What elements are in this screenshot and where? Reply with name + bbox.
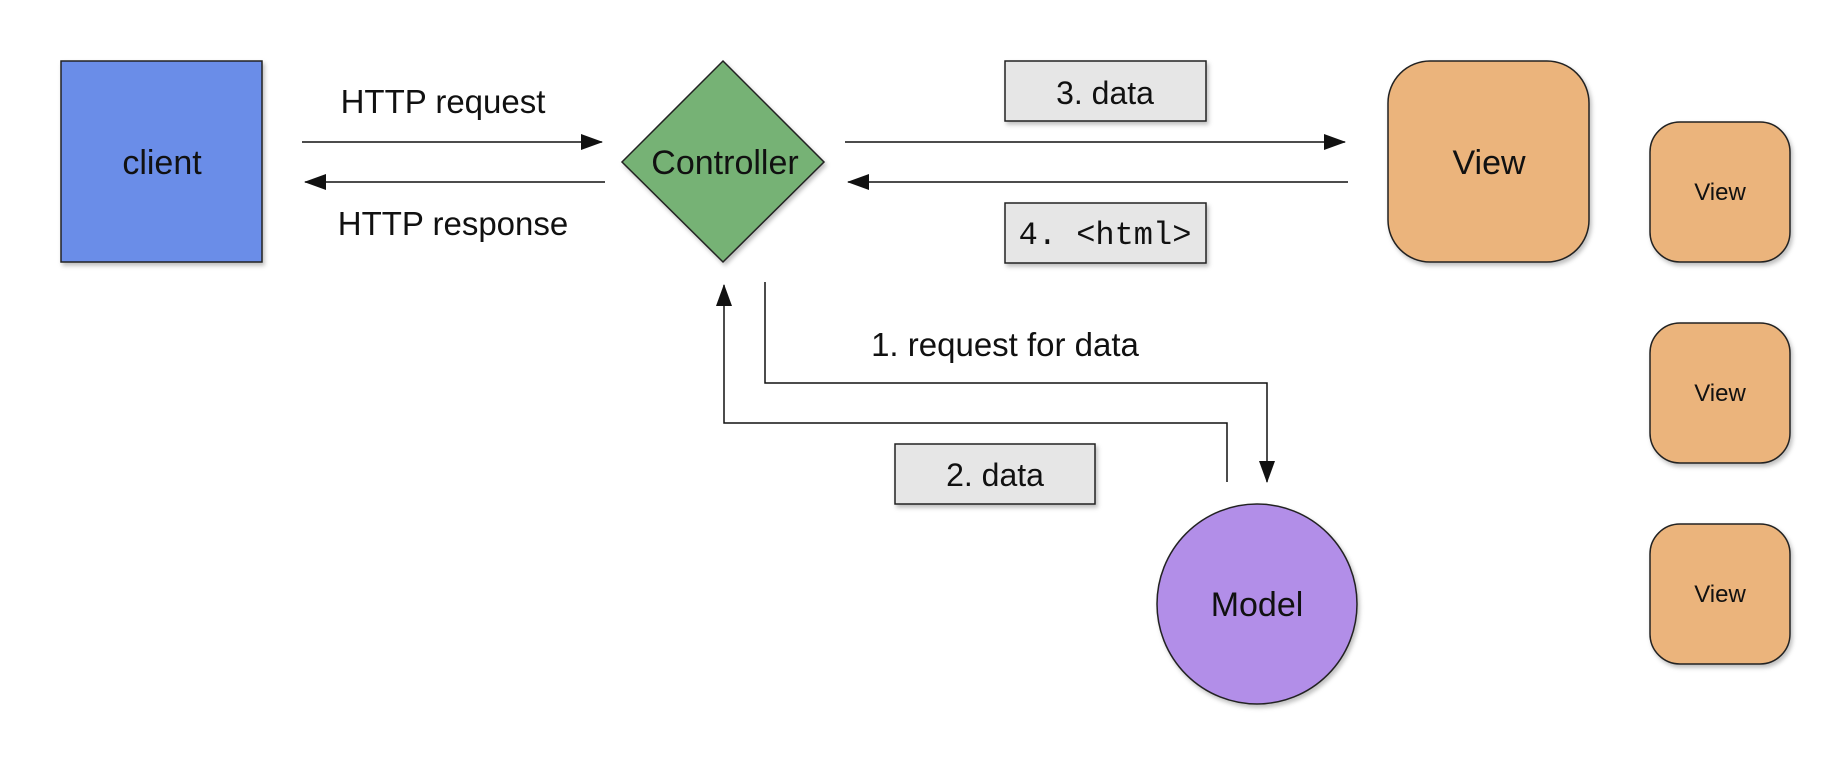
data-to-view-label-box xyxy=(1004,60,1207,122)
view-node-small-3 xyxy=(1649,523,1791,665)
view-node-small-2 xyxy=(1649,322,1791,464)
controller-node xyxy=(620,59,826,264)
model-node xyxy=(1156,503,1358,705)
http-response-label: HTTP response xyxy=(338,205,568,242)
html-to-controller-label: 4. <html> xyxy=(1019,217,1192,254)
http-request-label: HTTP request xyxy=(341,83,546,120)
view-node-small-1 xyxy=(1649,121,1791,263)
client-label: client xyxy=(122,144,202,182)
data-to-controller-label-box xyxy=(894,443,1096,505)
view-main-label: View xyxy=(1452,144,1526,182)
request-for-data-arrow xyxy=(764,282,1275,483)
request-for-data-label: 1. request for data xyxy=(871,326,1139,363)
view-small-3-label: View xyxy=(1694,581,1746,608)
model-label: Model xyxy=(1211,586,1304,624)
view-small-2-label: View xyxy=(1694,380,1746,407)
data-to-view-label: 3. data xyxy=(1056,75,1154,111)
data-to-controller-label: 2. data xyxy=(946,457,1044,493)
view-node-main xyxy=(1387,60,1590,263)
html-to-controller-label-box xyxy=(1004,202,1207,264)
controller-label: Controller xyxy=(651,144,798,182)
view-small-1-label: View xyxy=(1694,179,1746,206)
data-to-controller-arrow xyxy=(716,284,1228,482)
client-node xyxy=(60,60,263,263)
